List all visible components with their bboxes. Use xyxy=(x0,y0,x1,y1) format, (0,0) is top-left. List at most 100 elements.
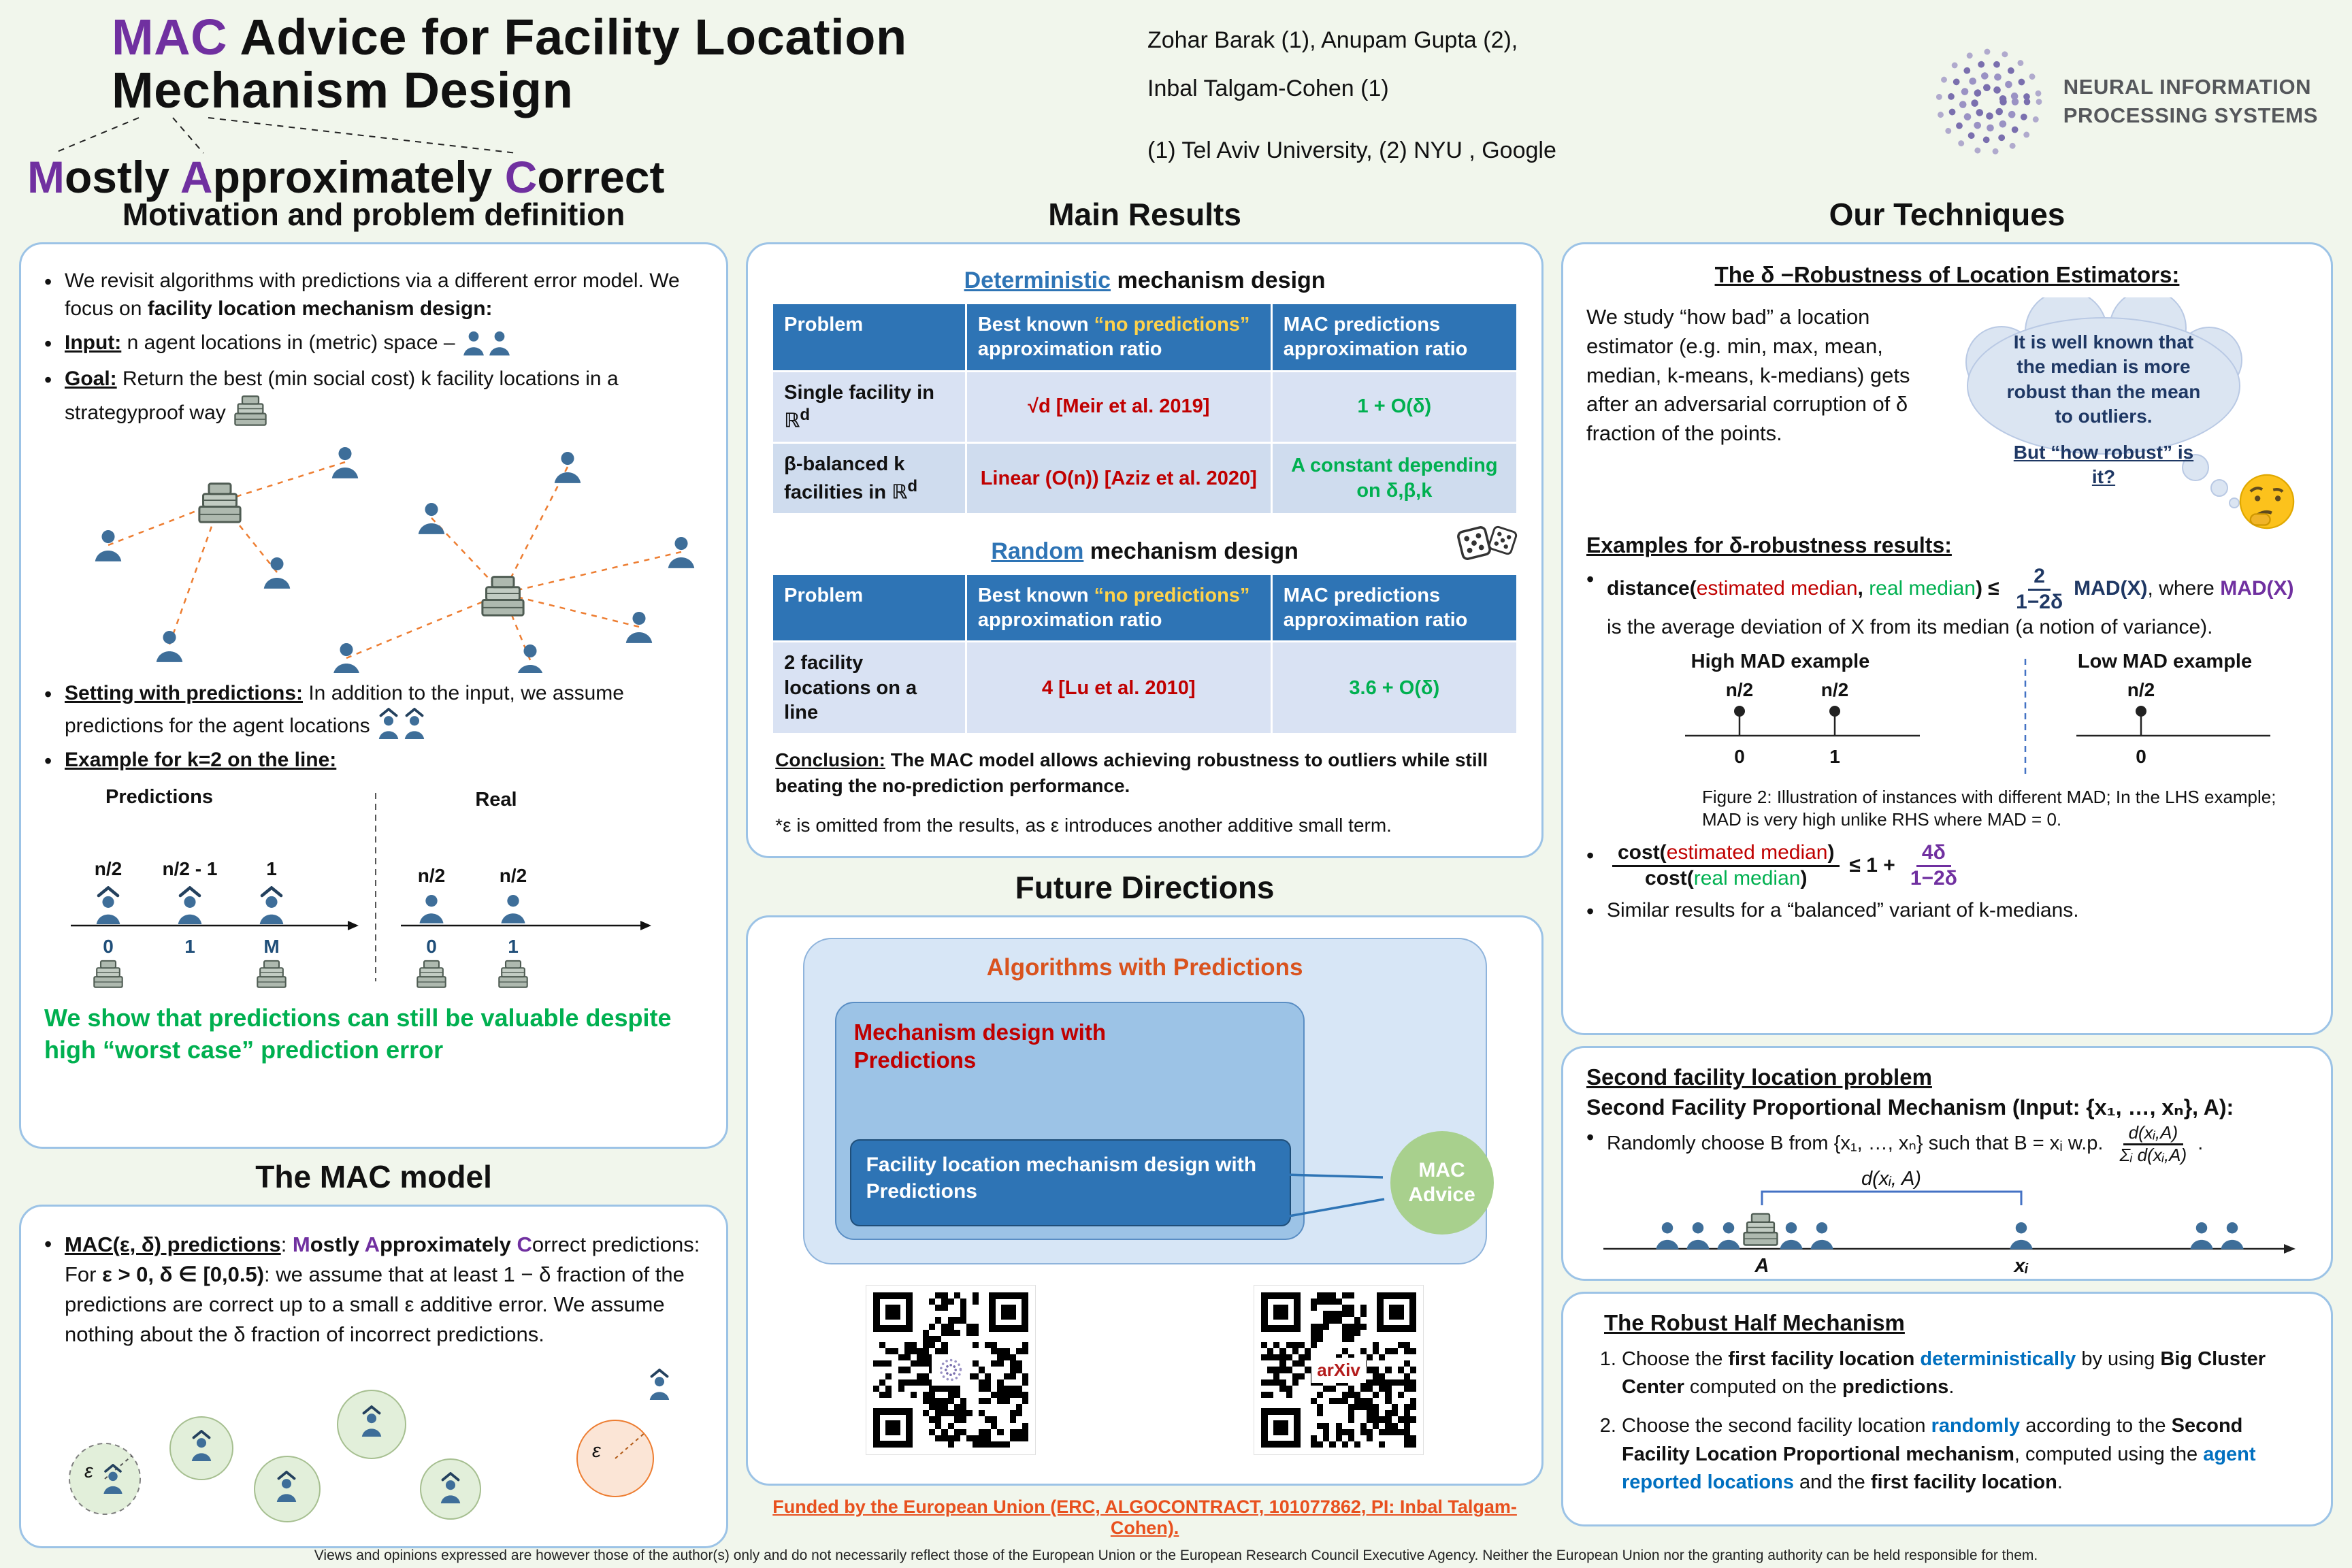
txt: ostly xyxy=(310,1232,365,1256)
txt: randomly xyxy=(1931,1415,2021,1437)
txt: 1−2δ xyxy=(2016,590,2063,613)
txt: Big Cluster Center xyxy=(1622,1348,2266,1399)
txt: 4δ xyxy=(1916,841,1951,867)
sub-t2: pproximately xyxy=(212,152,505,203)
poster-header: MAC Advice for Facility Location Mechani… xyxy=(0,0,2352,200)
txt: facility location mechanism design: xyxy=(147,297,493,320)
txt: . xyxy=(2057,1471,2063,1493)
txt: predictions xyxy=(1842,1376,1949,1399)
person-icon xyxy=(489,331,510,356)
txt: Return the best (min social cost) k faci… xyxy=(65,368,619,424)
qr-pattern xyxy=(1261,1292,1417,1448)
neurips-mini-logo-icon xyxy=(939,1358,962,1382)
robustness-body: We study “how bad” a location estimator … xyxy=(1586,305,1910,446)
title-mac: MAC xyxy=(112,9,228,65)
txt: estimated median xyxy=(1666,841,1828,864)
motivation-conclusion: We show that predictions can still be va… xyxy=(44,1004,672,1064)
robust-half-panel: The Robust Half Mechanism Choose the fir… xyxy=(1561,1292,2333,1526)
txt: The MAC model allows achieving robustnes… xyxy=(775,749,1488,796)
left-column: Motivation and problem definition We rev… xyxy=(19,195,729,1548)
txt: approximation ratio xyxy=(977,609,1162,632)
qr-code-neurips xyxy=(866,1285,1036,1455)
txt: deterministically xyxy=(1920,1348,2076,1370)
txt: Σᵢ d(xᵢ,A) xyxy=(2119,1144,2187,1165)
motivation-panel: We revisit algorithms with predictions v… xyxy=(19,242,729,1149)
disclaimer-footer: Views and opinions expressed are however… xyxy=(314,1548,2038,1563)
count-label: 1 xyxy=(266,858,277,879)
txt: first facility location xyxy=(1870,1471,2057,1493)
tick-label: 1 xyxy=(508,936,519,957)
txt: mechanism design xyxy=(1083,538,1298,564)
thought-bubble: It is well known that the median is more… xyxy=(1954,289,2295,529)
example-label: Example for k=2 on the line: xyxy=(65,749,337,772)
mac-connector-lines xyxy=(53,117,517,154)
cell-mac: 3.6 + O(δ) xyxy=(1270,640,1519,736)
random-results-table: Problem Best known “no predictions” appr… xyxy=(771,572,1519,736)
col-header-problem: Problem xyxy=(771,302,967,372)
goal-label: Goal: xyxy=(65,368,117,391)
funding-notice: Funded by the European Union (ERC, ALGOC… xyxy=(772,1497,1517,1538)
robust-step-2: Choose the second facility location rand… xyxy=(1622,1412,2308,1497)
epsilon-note: *ε is omitted from the results, as ε int… xyxy=(775,814,1392,836)
distance-label: d(xᵢ, A) xyxy=(1861,1169,1921,1190)
txt: distance( xyxy=(1607,576,1697,600)
txt: Best known xyxy=(977,584,1094,606)
algorithms-with-predictions-set: Algorithms with Predictions Mechanism de… xyxy=(802,938,1494,1264)
count-label: n/2 xyxy=(2127,679,2155,700)
facility-location-set: Facility location mechanism design with … xyxy=(849,1139,1291,1226)
table-header-row: Problem Best known “no predictions” appr… xyxy=(771,302,1519,372)
txt: In addition to the input, we assume pred… xyxy=(65,682,624,737)
txt: d(xᵢ,A) xyxy=(2123,1122,2184,1145)
cell-mac: 1 + O(δ) xyxy=(1270,370,1519,444)
mac-model-panel: MAC(ε, δ) predictions: Mostly Approximat… xyxy=(19,1205,729,1548)
txt: , where xyxy=(2147,576,2221,600)
deterministic-heading: Deterministic mechanism design xyxy=(771,267,1518,294)
cost-fraction: cost(estimated median) cost(real median) xyxy=(1612,841,1840,890)
txt: 1−2δ xyxy=(1910,866,1957,889)
dice-icon xyxy=(1458,527,1516,559)
txt: : xyxy=(280,1232,293,1256)
qr-finder-icon xyxy=(873,1292,913,1332)
cell-no-predictions: Linear (O(n)) [Aziz et al. 2020] xyxy=(964,441,1273,515)
txt: computed on the xyxy=(1684,1376,1843,1399)
txt: real median xyxy=(1869,576,1976,600)
txt: , computed using the xyxy=(2014,1443,2204,1465)
badge-line-2: Advice xyxy=(1408,1183,1475,1206)
person-icon xyxy=(463,331,484,356)
txt: Choose the second facility location xyxy=(1622,1415,1931,1437)
facility-icon xyxy=(1743,1213,1778,1246)
txt: approximation ratio xyxy=(977,338,1162,361)
col-header-no-predictions: Best known “no predictions” approximatio… xyxy=(964,572,1273,643)
txt: d xyxy=(800,405,811,424)
facility-icon xyxy=(498,960,528,989)
agent-xi-label: xᵢ xyxy=(2012,1255,2028,1276)
probability-fraction: d(xᵢ,A)Σᵢ d(xᵢ,A) xyxy=(2114,1122,2193,1166)
col-header-no-predictions: Best known “no predictions” approximatio… xyxy=(964,302,1273,372)
neurips-logo: NEURAL INFORMATION PROCESSING SYSTEMS xyxy=(1929,11,2328,192)
facility-a-label: A xyxy=(1754,1255,1769,1276)
input-label: Input: xyxy=(65,331,122,354)
txt: agent reported locations xyxy=(1622,1443,2256,1493)
mac-model-diagram: ε ε xyxy=(69,1369,671,1523)
qr-code-arxiv: arXiv xyxy=(1254,1285,1424,1455)
distance-result: distance(estimated median, real median) … xyxy=(1586,565,2308,642)
tick-label: 0 xyxy=(2136,746,2146,767)
cell-problem: 2 facility locations on a line xyxy=(771,640,967,736)
txt: n agent locations in (metric) space – xyxy=(121,331,461,354)
examples-heading: Examples for δ-robustness results: xyxy=(1586,533,1952,557)
table-header-row: Problem Best known “no predictions” appr… xyxy=(771,572,1519,643)
future-directions-panel: Algorithms with Predictions Mechanism de… xyxy=(746,915,1544,1486)
future-directions-section-title: Future Directions xyxy=(1015,870,1275,905)
motivation-bullet-goal: Goal: Return the best (min social cost) … xyxy=(44,365,703,427)
badge-line-1: MAC xyxy=(1418,1159,1465,1181)
facility-icon xyxy=(234,395,267,426)
table-row: β-balanced k facilities in ℝd Linear (O(… xyxy=(771,441,1519,515)
facility-icon xyxy=(416,960,446,989)
line-example-diagram: Predictions Real n/2 n/2 - 1 1 0 1 M xyxy=(71,786,652,989)
txt: A xyxy=(364,1232,380,1256)
proportional-mechanism-subheading: Second Facility Proportional Mechanism (… xyxy=(1586,1095,2234,1120)
table-row: 2 facility locations on a line 4 [Lu et … xyxy=(771,640,1519,736)
proportional-mechanism-diagram: d(xᵢ, A) A xᵢ xyxy=(1603,1169,2296,1276)
